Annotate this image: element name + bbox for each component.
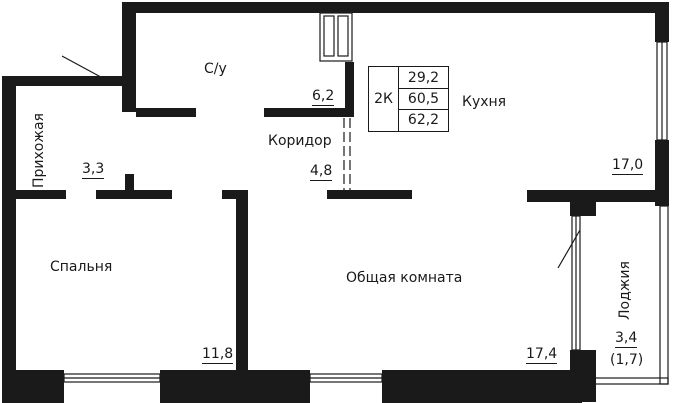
- door-marks: [61, 12, 581, 269]
- loggia-bottom-glazing: [581, 377, 669, 385]
- loggia-door-leaf: [557, 229, 581, 269]
- wall-left-upper: [2, 76, 16, 402]
- corridor-name: Коридор: [268, 133, 332, 149]
- bedroom-name: Спальня: [50, 259, 113, 275]
- wall-bedroom-right: [222, 190, 248, 199]
- wall-bathroom-bottom-right: [264, 108, 354, 117]
- wall-living-top: [327, 190, 412, 199]
- living-room-name: Общая комната: [346, 270, 463, 286]
- wall-hall-top: [2, 76, 124, 86]
- room-count: 2К: [369, 67, 399, 131]
- corridor-area: 4,8: [310, 163, 333, 181]
- living-area: 29,2: [399, 67, 448, 89]
- bathroom-area: 6,2: [312, 88, 335, 106]
- total-area: 60,5: [399, 88, 448, 110]
- kitchen-name: Кухня: [462, 94, 507, 110]
- loggia-area: 3,4: [615, 330, 638, 348]
- total-area-with-balcony: 62,2: [407, 111, 440, 128]
- loggia-glazing: [659, 205, 669, 385]
- loggia-area-reduced: (1,7): [610, 352, 644, 368]
- wall-bathroom-bottom: [136, 108, 196, 117]
- bathroom-name: С/у: [204, 61, 227, 77]
- kitchen-area: 17,0: [612, 157, 644, 175]
- hallway-name: Прихожая: [31, 113, 47, 188]
- wall-hall-stub: [125, 174, 134, 198]
- wall-loggia-left: [570, 196, 596, 216]
- wall-right-kitchen: [655, 2, 669, 42]
- wall-bottom-a: [2, 370, 64, 403]
- wall-top-outer: [122, 2, 660, 13]
- wall-bedroom-living: [236, 190, 248, 402]
- wall-bottom-c: [382, 370, 582, 403]
- hallway-area: 3,3: [82, 161, 105, 179]
- living-room-area: 17,4: [526, 346, 558, 364]
- apartment-summary: 2К 29,2 60,5 62,2: [368, 66, 449, 132]
- vent-shaft: [319, 12, 353, 62]
- wall-right-kitchen-lower: [655, 140, 669, 196]
- walls: [2, 2, 669, 403]
- wall-bottom-b: [160, 370, 310, 403]
- wall-bathroom-left: [122, 2, 136, 112]
- bedroom-area: 11,8: [202, 346, 234, 364]
- wall-hall-top-stub: [108, 76, 124, 86]
- wall-bedroom-top-a: [16, 190, 66, 199]
- entry-door-leaf: [61, 55, 111, 83]
- wall-loggia-right: [655, 196, 669, 206]
- windows: [63, 41, 669, 385]
- wall-bathroom-right: [345, 62, 354, 117]
- loggia-name: Лоджия: [617, 261, 633, 320]
